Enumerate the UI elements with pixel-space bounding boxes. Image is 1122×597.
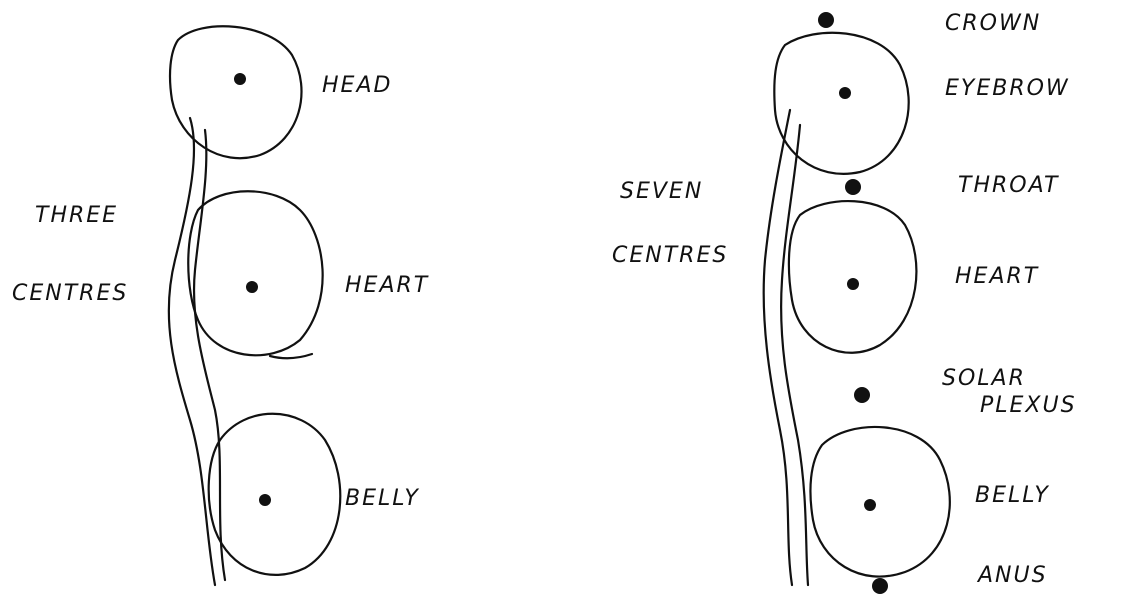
belly-label-right: BELLY bbox=[975, 483, 1050, 508]
eyebrow-point bbox=[839, 87, 851, 99]
heart-circle-right bbox=[789, 201, 917, 353]
belly-circle bbox=[209, 414, 341, 575]
heart-point-right bbox=[847, 278, 859, 290]
head-point bbox=[234, 73, 246, 85]
eyebrow-circle bbox=[774, 33, 908, 174]
heart-point bbox=[246, 281, 258, 293]
belly-point-right bbox=[864, 499, 876, 511]
anus-point bbox=[872, 578, 888, 594]
heart-circle-tail bbox=[270, 354, 312, 358]
head-label: HEAD bbox=[322, 73, 392, 98]
solar-plexus-point bbox=[854, 387, 870, 403]
throat-label: THROAT bbox=[958, 173, 1059, 198]
left-title-line1: THREE bbox=[35, 203, 118, 228]
three-centres-diagram: THREE CENTRES HEAD HEART BELLY bbox=[12, 26, 429, 585]
eyebrow-label: EYEBROW bbox=[945, 76, 1070, 101]
throat-point bbox=[845, 179, 861, 195]
belly-circle-right bbox=[810, 427, 949, 577]
right-title-line1: SEVEN bbox=[620, 179, 703, 204]
right-spine bbox=[764, 110, 808, 585]
left-spine bbox=[169, 118, 225, 585]
solar-label: SOLAR bbox=[942, 366, 1026, 391]
crown-point bbox=[818, 12, 834, 28]
heart-circle bbox=[188, 191, 322, 355]
heart-label: HEART bbox=[345, 273, 429, 298]
seven-centres-diagram: SEVEN CENTRES CROWN EYEBROW THROAT HEART… bbox=[612, 11, 1077, 594]
right-title-line2: CENTRES bbox=[612, 243, 728, 268]
heart-label-right: HEART bbox=[955, 264, 1039, 289]
left-title-line2: CENTRES bbox=[12, 281, 128, 306]
belly-label: BELLY bbox=[345, 486, 420, 511]
anus-label: ANUS bbox=[976, 563, 1048, 588]
head-circle bbox=[170, 26, 302, 158]
crown-label: CROWN bbox=[945, 11, 1041, 36]
plexus-label: PLEXUS bbox=[980, 393, 1077, 418]
belly-point bbox=[259, 494, 271, 506]
